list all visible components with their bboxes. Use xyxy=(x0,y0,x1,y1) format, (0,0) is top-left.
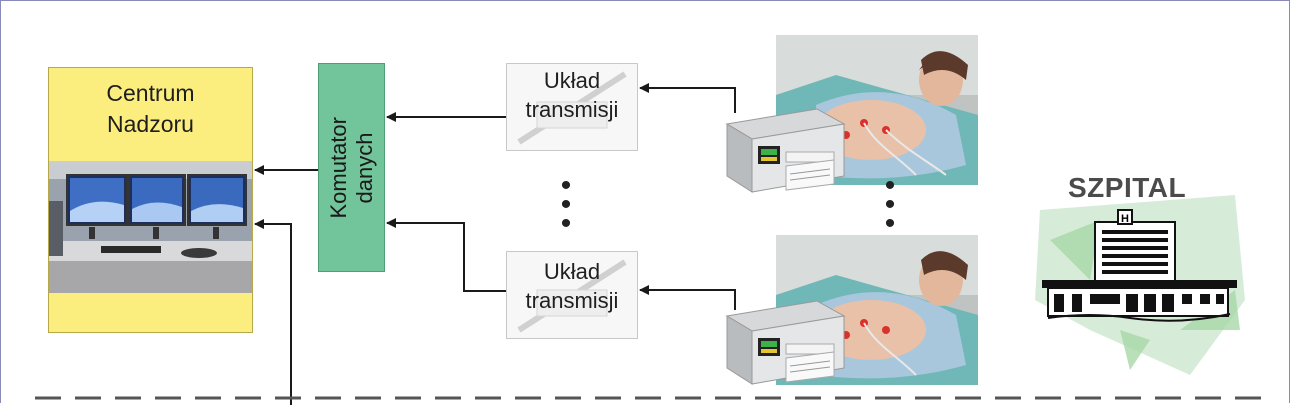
center-title-line1: Centrum xyxy=(106,80,195,106)
center-title-line2: Nadzoru xyxy=(107,111,194,137)
svg-text:H: H xyxy=(1121,213,1129,225)
tx2-line1: Układ xyxy=(543,259,601,284)
arrow-external-to-center xyxy=(254,219,292,405)
arrow-tx2-to-switch xyxy=(386,218,506,292)
transmission-device-icon xyxy=(517,259,627,333)
data-switch-box xyxy=(318,63,385,272)
arrow-device2-to-tx2 xyxy=(639,285,736,310)
arrow-device1-to-tx1 xyxy=(639,83,736,113)
hospital-building-icon: H xyxy=(1035,195,1245,375)
tx1-line2: transmisji xyxy=(525,97,619,122)
hospital-label: SZPITAL xyxy=(1068,172,1187,203)
monitor-workstation-image xyxy=(49,161,252,293)
tx1-line1: Układ xyxy=(543,68,601,93)
ellipsis-dots-left: ••• xyxy=(560,169,572,240)
ctg-monitor-icon xyxy=(725,300,846,385)
ctg-monitor-icon xyxy=(725,108,846,193)
tx2-line2: transmisji xyxy=(525,288,619,313)
transmission-unit-label-1: Układ transmisji xyxy=(506,66,638,124)
monitoring-center-title: Centrum Nadzoru xyxy=(48,78,253,140)
transmission-unit-box-2 xyxy=(506,251,638,339)
transmission-unit-label-2: Układ transmisji xyxy=(506,257,638,315)
transmission-device-icon xyxy=(517,71,627,145)
ellipsis-dots-right: ••• xyxy=(884,169,896,240)
transmission-unit-box-1 xyxy=(506,63,638,151)
patient-photo xyxy=(776,235,978,385)
